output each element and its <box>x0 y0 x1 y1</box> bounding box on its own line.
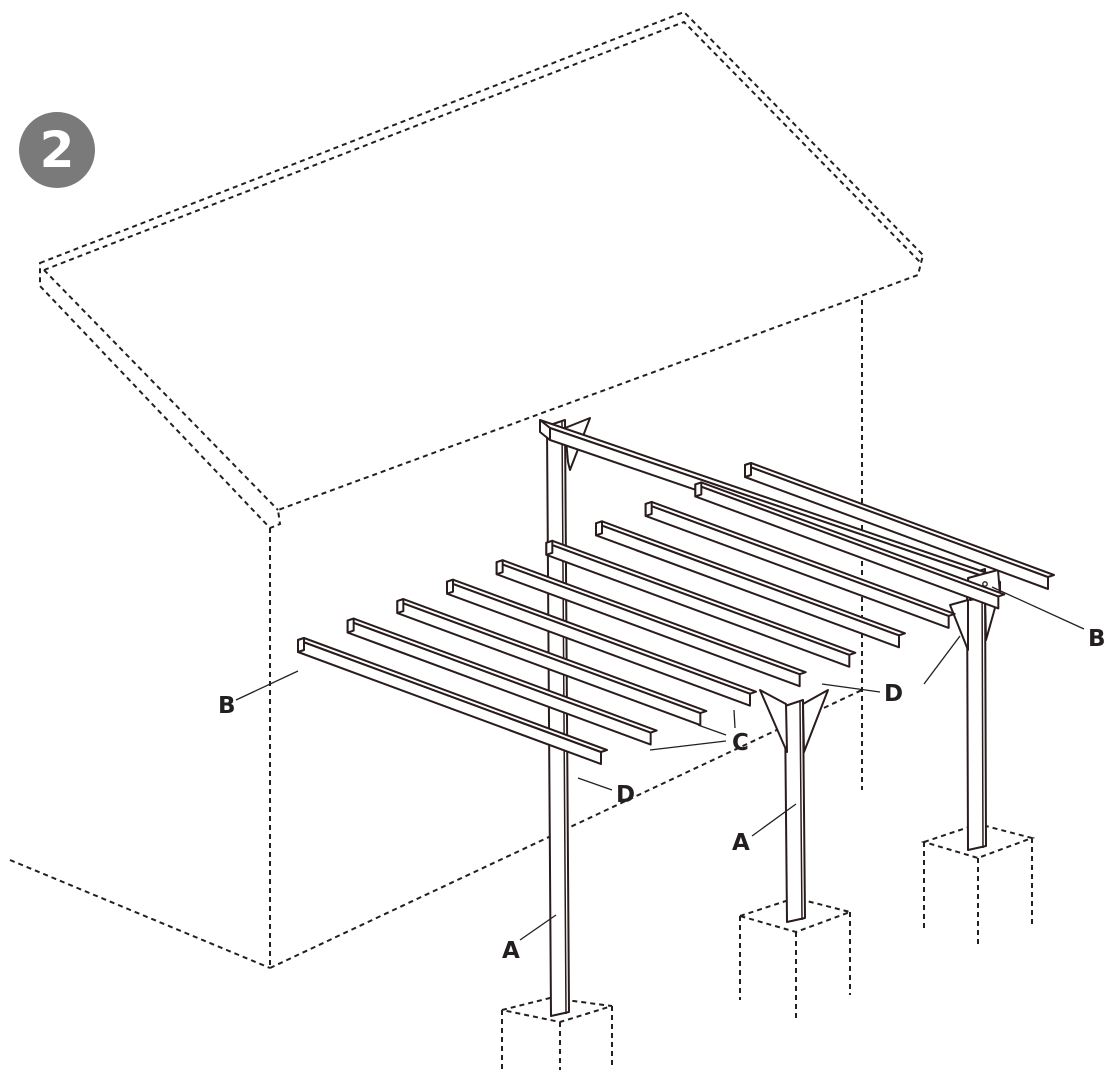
label-b-left: B <box>218 693 236 719</box>
ground-line-left <box>9 859 271 969</box>
leader-c-1 <box>649 740 727 751</box>
leader-a-mid <box>751 803 797 837</box>
timber-end <box>297 637 305 653</box>
timber-end <box>495 559 504 576</box>
label-c: C <box>732 730 749 756</box>
label-a-mid: A <box>732 830 750 856</box>
leader-d-right <box>923 635 961 685</box>
label-d-mid: D <box>884 681 904 707</box>
timber-end <box>644 500 653 517</box>
label-d-left: D <box>616 782 636 808</box>
roof-outline <box>39 10 925 530</box>
label-a-left: A <box>502 938 520 964</box>
posts <box>546 419 987 1017</box>
leader-b-right <box>991 586 1085 630</box>
leader-a-left <box>519 914 557 941</box>
timber-end <box>446 578 454 595</box>
timber-end <box>595 520 603 537</box>
timber-end <box>694 481 703 498</box>
timber-end <box>346 617 355 634</box>
roof-fascia <box>43 269 279 511</box>
leader-c-2 <box>697 724 727 736</box>
leader-d-mid <box>821 683 881 693</box>
timber-end <box>744 462 752 478</box>
timber-end <box>545 539 554 556</box>
label-b-right: B <box>1088 626 1106 652</box>
leader-b-left <box>235 670 299 701</box>
leader-c-3 <box>733 709 736 729</box>
roof-edge <box>43 20 921 271</box>
timber-end <box>396 598 405 615</box>
rafters <box>297 462 1055 765</box>
leader-d-left <box>577 777 613 791</box>
step-number-badge: 2 <box>19 112 95 188</box>
footings <box>501 822 1036 1070</box>
step-number: 2 <box>39 121 75 179</box>
